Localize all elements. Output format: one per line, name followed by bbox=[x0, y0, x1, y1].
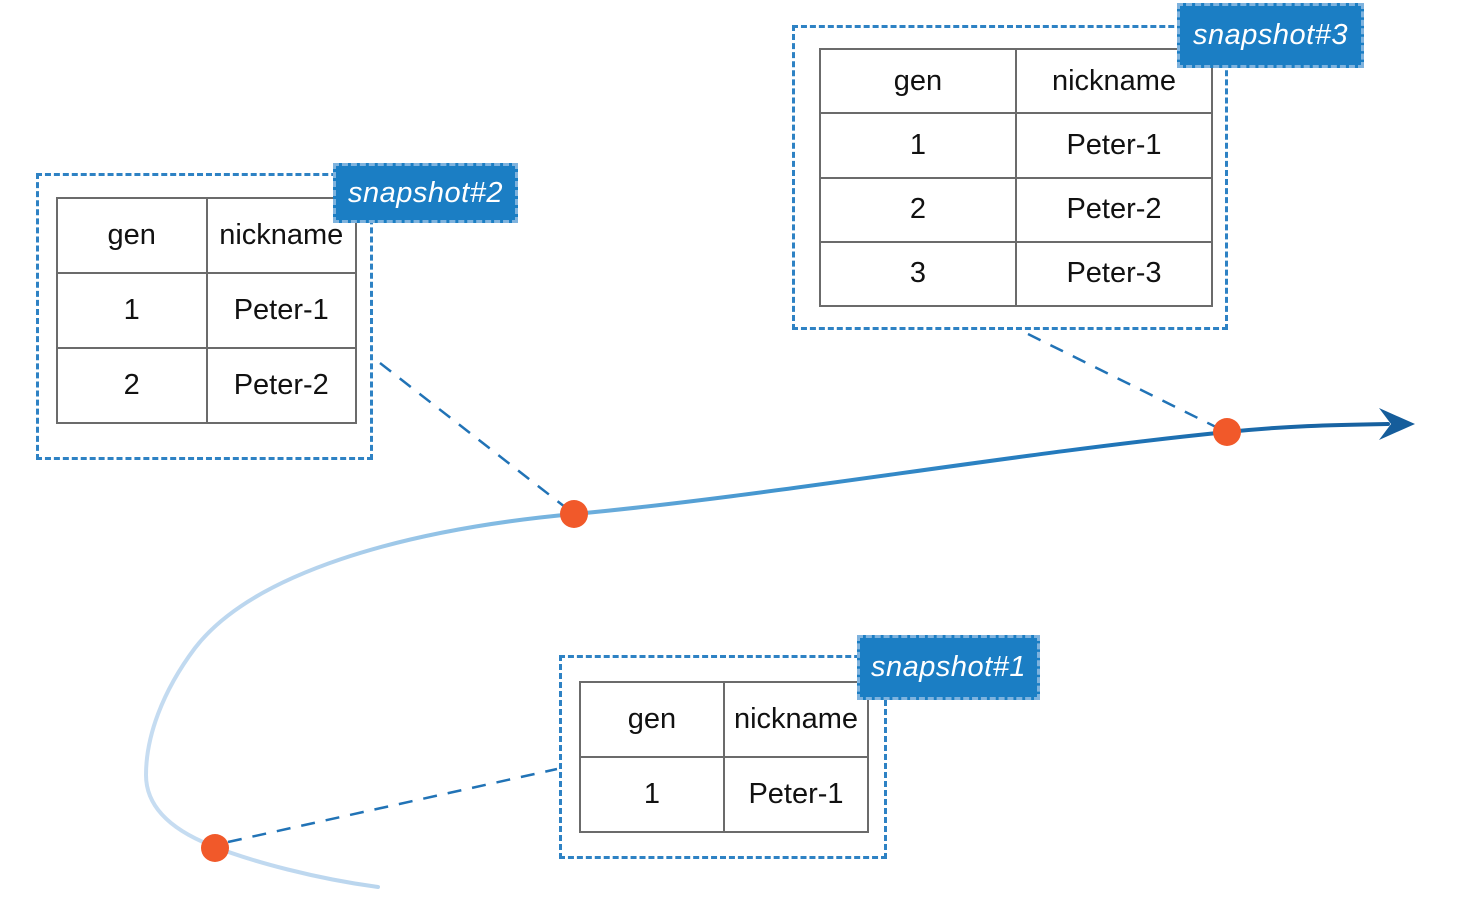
snapshot3-label: snapshot#3 bbox=[1177, 3, 1364, 68]
header-cell: gen bbox=[579, 681, 725, 758]
snapshot3-boundary bbox=[792, 25, 1228, 330]
table-cell: 1 bbox=[56, 272, 208, 349]
table-cell: 3 bbox=[819, 240, 1017, 308]
header-cell: gen bbox=[56, 197, 208, 274]
timeline-dot-snapshot3 bbox=[1213, 418, 1241, 446]
snapshot3-table: gen nickname 1 Peter-1 2 Peter-2 3 Peter… bbox=[819, 47, 1213, 308]
table-cell: Peter-2 bbox=[1015, 176, 1213, 243]
snapshot1-label: snapshot#1 bbox=[857, 635, 1040, 700]
snapshot1-table: gen nickname 1 Peter-1 bbox=[579, 681, 869, 833]
table-cell: Peter-1 bbox=[205, 272, 357, 349]
connector-snapshot1 bbox=[227, 767, 558, 844]
table-cell: Peter-1 bbox=[1015, 112, 1213, 179]
table-cell: Peter-3 bbox=[1015, 240, 1213, 308]
timeline-dot-snapshot2 bbox=[560, 500, 588, 528]
snapshot2-label: snapshot#2 bbox=[333, 163, 518, 223]
header-cell: gen bbox=[819, 47, 1017, 115]
connector-snapshot2 bbox=[379, 362, 566, 508]
header-cell: nickname bbox=[205, 197, 357, 274]
table-cell: 2 bbox=[819, 176, 1017, 243]
table-cell: 1 bbox=[579, 756, 725, 833]
table-cell: 1 bbox=[819, 112, 1017, 179]
snapshot2-table: gen nickname 1 Peter-1 2 Peter-2 bbox=[56, 197, 357, 424]
snapshot1-boundary bbox=[559, 655, 887, 859]
table-cell: Peter-1 bbox=[723, 756, 869, 833]
table-cell: Peter-2 bbox=[205, 347, 357, 424]
header-cell: nickname bbox=[1015, 47, 1213, 115]
header-cell: nickname bbox=[723, 681, 869, 758]
table-cell: 2 bbox=[56, 347, 208, 424]
connector-snapshot3 bbox=[1027, 332, 1219, 430]
timeline-curve bbox=[143, 422, 1390, 889]
timeline-dot-snapshot1 bbox=[201, 834, 229, 862]
snapshot2-boundary bbox=[36, 173, 373, 460]
arrowhead-icon bbox=[1379, 408, 1415, 440]
